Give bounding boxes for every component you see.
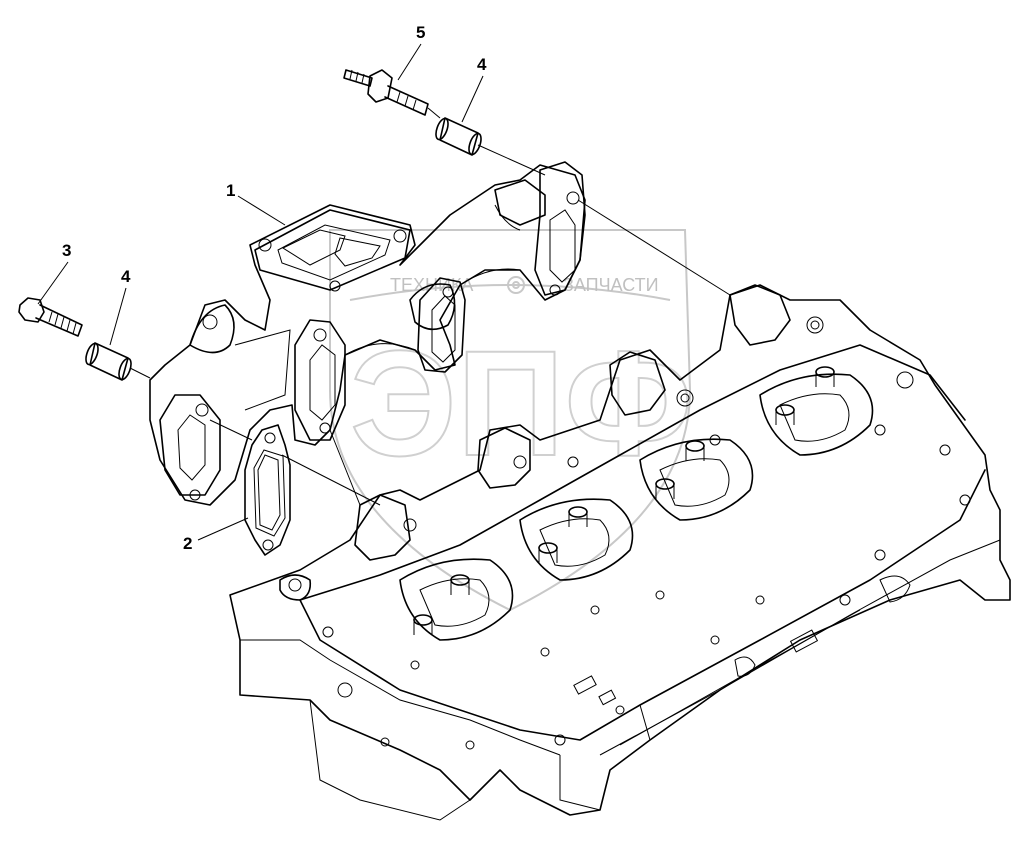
callout-4-lower: 4: [109, 267, 131, 346]
callout-5: 5: [397, 23, 425, 81]
callout-3: 3: [37, 241, 71, 305]
exhaust-manifold: [149, 161, 586, 506]
watermark-right-text: ЗАПЧАСТИ: [563, 275, 659, 295]
callout-1: 1: [226, 181, 286, 226]
bolt-holes: [322, 316, 971, 750]
callout-label: 2: [183, 534, 192, 553]
spacer-sleeve-lower: [85, 342, 132, 381]
cylinder-head: [229, 284, 1011, 821]
bolt: [18, 297, 83, 337]
watermark: ТЕХНИКА ЗАПЧАСТИ ЭПФ: [329, 229, 694, 612]
gasket: [244, 424, 291, 556]
injector-bosses: [413, 366, 835, 635]
stud: [343, 69, 429, 116]
callout-label: 3: [62, 241, 71, 260]
spacer-sleeve-upper: [435, 117, 482, 156]
callout-label: 4: [121, 267, 131, 286]
watermark-logo-letters: ЭПФ: [350, 319, 693, 487]
assembly-lines: [129, 107, 731, 506]
callout-label: 4: [477, 55, 487, 74]
callout-label: 1: [226, 181, 235, 200]
gear-icon: [507, 276, 525, 294]
callout-4-upper: 4: [461, 55, 487, 123]
callout-label: 5: [416, 23, 425, 42]
callout-2: 2: [183, 517, 249, 553]
